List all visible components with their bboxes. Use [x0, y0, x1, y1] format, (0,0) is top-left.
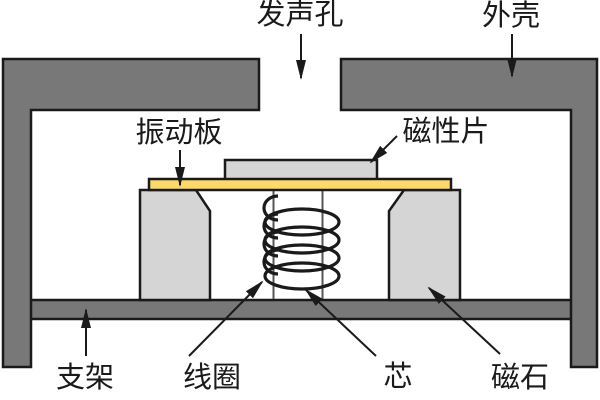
magnet-right-shape	[387, 188, 462, 302]
arrow-to-magnet	[427, 286, 501, 355]
label-vibration-plate: 振动板	[135, 117, 223, 149]
label-sound-hole: 发声孔	[256, 0, 344, 31]
label-bracket: 支架	[55, 362, 115, 394]
vibration-plate-shape	[147, 177, 453, 192]
core-post-shape	[272, 190, 324, 299]
label-magnetic-piece: 磁性片	[402, 116, 490, 148]
magnet-left-shape	[138, 188, 212, 302]
coil-spring-shape	[262, 194, 341, 291]
housing-shell-left-shape	[1, 57, 261, 369]
arrow-to-coil	[188, 280, 264, 357]
arrow-to-core	[304, 288, 377, 357]
label-magnet: 磁石	[490, 362, 550, 394]
label-housing: 外壳	[481, 0, 541, 32]
label-core: 芯	[383, 361, 413, 393]
label-coil: 线圈	[182, 362, 242, 394]
arrow-to-magnetic-piece	[369, 135, 398, 164]
bracket-bar-shape	[17, 298, 583, 321]
housing-shell-right-shape	[339, 57, 599, 369]
